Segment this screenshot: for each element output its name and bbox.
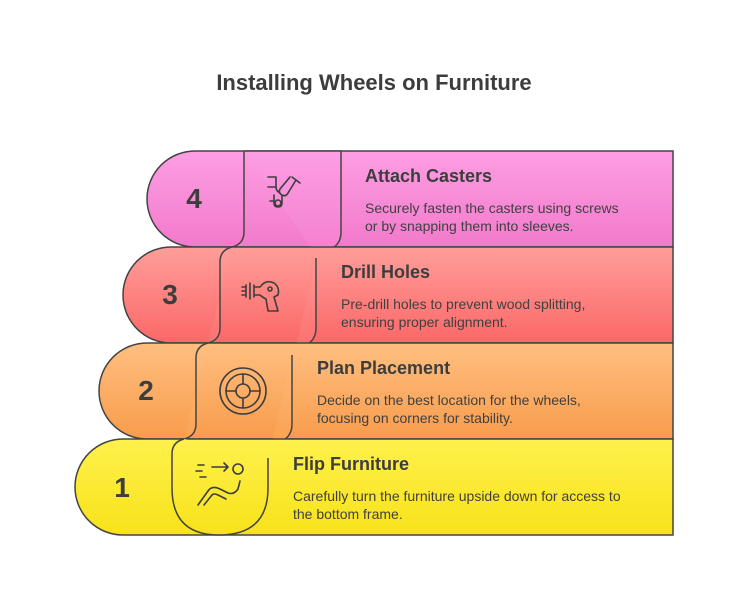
step-4-number: 4 bbox=[186, 183, 202, 214]
step-2-title: Plan Placement bbox=[317, 358, 450, 378]
step-2-desc-line-2: focusing on corners for stability. bbox=[317, 410, 513, 426]
step-1-title: Flip Furniture bbox=[293, 454, 409, 474]
step-4-desc-line-1: Securely fasten the casters using screws bbox=[365, 200, 619, 216]
step-1: 1 Flip Furniture Carefully turn the furn… bbox=[74, 438, 674, 536]
step-1-icon-tab bbox=[171, 438, 269, 536]
page-title: Installing Wheels on Furniture bbox=[216, 70, 532, 95]
step-3-desc-line-2: ensuring proper alignment. bbox=[341, 314, 508, 330]
step-4-title: Attach Casters bbox=[365, 166, 492, 186]
step-2-desc-line-1: Decide on the best location for the whee… bbox=[317, 392, 581, 408]
step-2-band bbox=[98, 342, 674, 440]
step-1-desc-line-2: the bottom frame. bbox=[293, 506, 403, 522]
step-4-desc-line-2: or by snapping them into sleeves. bbox=[365, 218, 574, 234]
drill-icon bbox=[241, 280, 280, 312]
step-1-desc-line-1: Carefully turn the furniture upside down… bbox=[293, 488, 621, 504]
step-3-band bbox=[122, 246, 674, 344]
step-3-title: Drill Holes bbox=[341, 262, 430, 282]
step-2-number: 2 bbox=[138, 375, 154, 406]
caster-screw-icon bbox=[267, 176, 301, 208]
step-1-number: 1 bbox=[114, 472, 130, 503]
step-3-desc-line-1: Pre-drill holes to prevent wood splittin… bbox=[341, 296, 585, 312]
wheel-target-icon bbox=[219, 367, 267, 415]
step-3-number: 3 bbox=[162, 279, 178, 310]
step-4: 4 Attach Casters Securely fasten the cas… bbox=[146, 150, 674, 271]
step-2: 2 Plan Placement Decide on the best loca… bbox=[98, 342, 674, 462]
step-3: 3 Drill Holes Pre-drill holes to prevent… bbox=[122, 246, 674, 366]
flip-arrow-icon bbox=[195, 462, 244, 506]
